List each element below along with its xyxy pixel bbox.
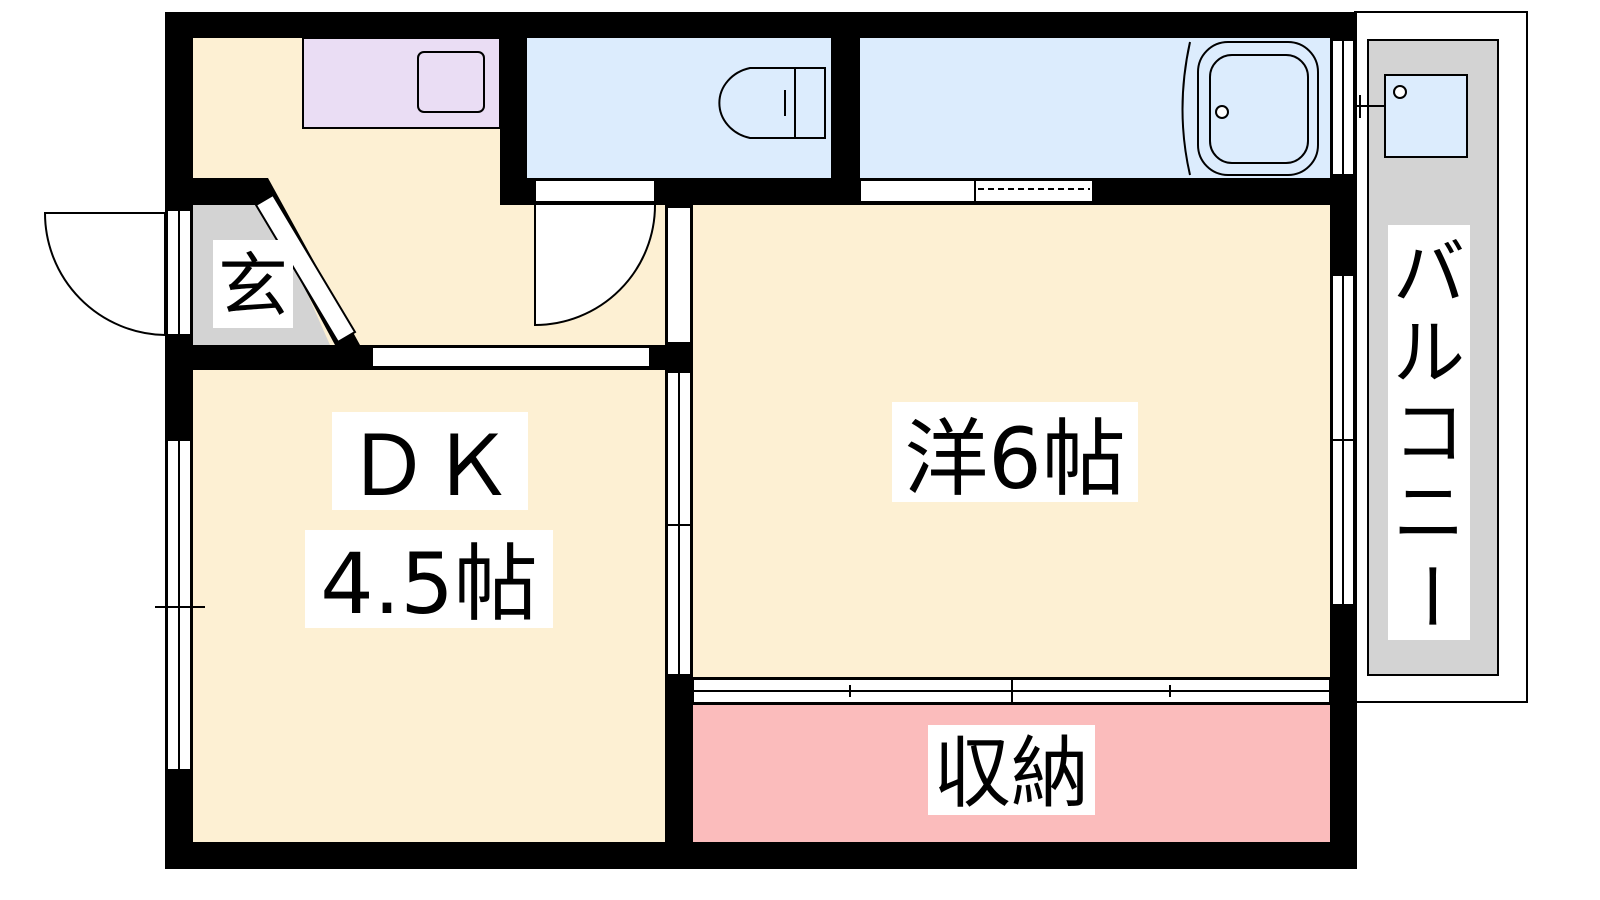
dk-label: ＤＫ	[346, 417, 514, 515]
sink-icon	[417, 51, 485, 113]
dk-size-label: 4.5帖	[320, 535, 538, 633]
storage-label: 収納	[933, 729, 1089, 819]
fixtures	[718, 41, 1319, 176]
balcony-label-char-1: バ	[1393, 231, 1465, 315]
balcony-label-char-2: ル	[1393, 311, 1465, 395]
entrance-door	[43, 212, 166, 337]
genkan-label: 玄	[218, 245, 288, 327]
toilet-door	[534, 204, 656, 327]
labels: 玄 ＤＫ 4.5帖 洋6帖 収納 バ ル コ ニ ー	[213, 225, 1472, 819]
balcony-label-char-3: コ	[1393, 391, 1465, 475]
openings	[155, 39, 1356, 771]
balcony-label-char-4: ニ	[1393, 471, 1465, 555]
balcony-label-char-5: ー	[1388, 560, 1472, 632]
doors	[43, 179, 656, 337]
western-label: 洋6帖	[904, 410, 1125, 508]
dk-opening	[371, 346, 651, 368]
bathtub-icon	[1181, 41, 1191, 176]
toilet-icon	[718, 67, 801, 139]
